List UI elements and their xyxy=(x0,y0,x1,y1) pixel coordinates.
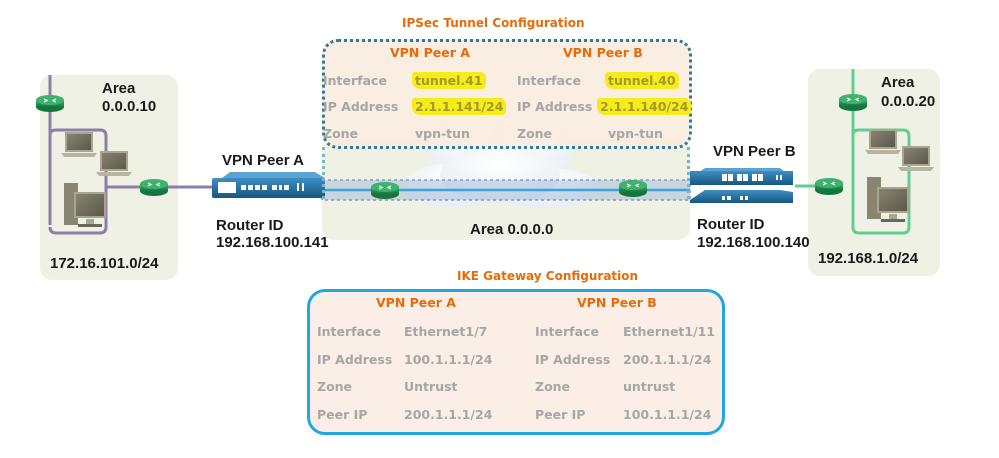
router-icon xyxy=(140,179,168,196)
peer-b-router-id-label: Router ID xyxy=(697,216,765,233)
peer-b-router-id: 192.168.100.140 xyxy=(697,234,810,251)
ike-config-box xyxy=(307,289,725,435)
ipsec-config-title: IPSec Tunnel Configuration xyxy=(402,16,585,30)
firewall-peer-b-icon xyxy=(690,168,793,203)
ike-peer-a-interface-key: Interface xyxy=(317,324,381,339)
ipsec-peer-a-zone-key: Zone xyxy=(323,126,359,141)
peer-a-router-id-label: Router ID xyxy=(216,217,284,234)
laptop-icon xyxy=(96,151,132,176)
ipsec-peer-b-heading: VPN Peer B xyxy=(563,45,643,60)
ipsec-peer-a-interface-key: Interface xyxy=(323,73,387,88)
left-area-id: 0.0.0.10 xyxy=(102,98,157,115)
highlight-mark: 2.1.1.140/24 xyxy=(597,98,692,115)
ipsec-peer-b-zone-value: vpn-tun xyxy=(608,126,663,141)
left-area-box xyxy=(40,75,178,280)
ipsec-peer-b-ip-value: 2.1.1.140/24 xyxy=(597,98,692,115)
ike-peer-b-zone-key: Zone xyxy=(535,379,571,394)
ike-peer-b-interface-key: Interface xyxy=(535,324,599,339)
left-area-label: Area xyxy=(102,80,136,97)
ipsec-peer-a-ip-value: 2.1.1.141/24 xyxy=(412,98,507,115)
peer-b-name: VPN Peer B xyxy=(713,143,796,160)
ike-peer-a-interface-value: Ethernet1/7 xyxy=(404,324,488,339)
ike-peer-a-zone-value: Untrust xyxy=(404,379,458,394)
ipsec-peer-b-interface-value: tunnel.40 xyxy=(605,72,679,89)
ipsec-peer-a-heading: VPN Peer A xyxy=(390,45,470,60)
ike-peer-a-zone-key: Zone xyxy=(317,379,353,394)
router-icon xyxy=(619,180,647,197)
peer-a-router-id: 192.168.100.141 xyxy=(216,234,329,251)
ipsec-peer-a-zone-value: vpn-tun xyxy=(415,126,470,141)
firewall-peer-a-icon xyxy=(212,172,325,198)
left-subnet: 172.16.101.0/24 xyxy=(50,255,159,272)
highlight-mark: tunnel.40 xyxy=(605,72,679,89)
desktop-computer-icon xyxy=(867,177,909,222)
ipsec-peer-b-zone-key: Zone xyxy=(517,126,553,141)
ike-peer-a-ip-value: 100.1.1.1/24 xyxy=(404,352,493,367)
ipsec-peer-a-ip-key: IP Address xyxy=(323,99,399,114)
ike-peer-b-zone-value: untrust xyxy=(623,379,676,394)
router-icon xyxy=(36,95,64,112)
router-icon xyxy=(815,178,843,195)
peer-a-name: VPN Peer A xyxy=(222,152,304,169)
highlight-mark: tunnel.41 xyxy=(412,72,486,89)
laptop-icon xyxy=(61,132,97,157)
ipsec-peer-b-ip-key: IP Address xyxy=(517,99,593,114)
ipsec-peer-a-interface-value: tunnel.41 xyxy=(412,72,486,89)
router-icon xyxy=(371,182,399,199)
backbone-area-label: Area 0.0.0.0 xyxy=(470,221,554,238)
ipsec-peer-b-interface-key: Interface xyxy=(517,73,581,88)
laptop-icon xyxy=(865,129,901,154)
right-area-label: Area xyxy=(881,74,915,91)
right-area-id: 0.0.0.20 xyxy=(881,93,936,110)
desktop-computer-icon xyxy=(64,183,106,227)
ipsec-frame-extension xyxy=(322,147,690,199)
ipsec-config-box xyxy=(322,39,692,149)
ike-peer-a-peer-ip-key: Peer IP xyxy=(317,407,368,422)
ike-peer-a-heading: VPN Peer A xyxy=(376,295,456,310)
ike-peer-b-heading: VPN Peer B xyxy=(577,295,657,310)
ike-peer-b-ip-key: IP Address xyxy=(535,352,611,367)
ike-peer-b-peer-ip-key: Peer IP xyxy=(535,407,586,422)
ike-config-title: IKE Gateway Configuration xyxy=(457,269,639,283)
ike-peer-b-ip-value: 200.1.1.1/24 xyxy=(623,352,712,367)
ike-peer-a-peer-ip-value: 200.1.1.1/24 xyxy=(404,407,493,422)
laptop-icon xyxy=(898,146,934,171)
router-icon xyxy=(839,94,867,111)
highlight-mark: 2.1.1.141/24 xyxy=(412,98,507,115)
right-subnet: 192.168.1.0/24 xyxy=(818,250,919,267)
ike-peer-a-ip-key: IP Address xyxy=(317,352,393,367)
ike-peer-b-peer-ip-value: 100.1.1.1/24 xyxy=(623,407,712,422)
right-area-box xyxy=(808,69,940,276)
ike-peer-b-interface-value: Ethernet1/11 xyxy=(623,324,716,339)
